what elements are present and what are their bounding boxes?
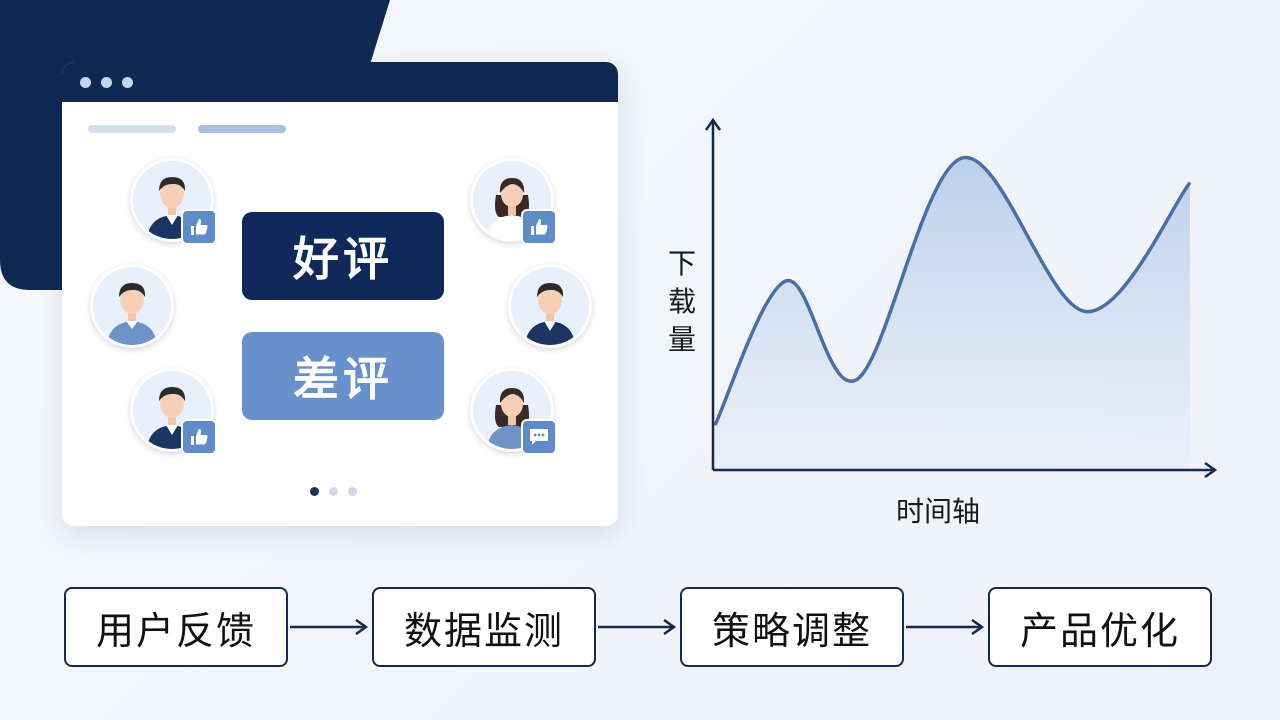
avatar-user-female-comment[interactable] [470,368,557,455]
pagination-dot[interactable] [329,487,338,496]
good-review-label: 好评 [293,232,393,286]
flow-step-strategy-adjustment[interactable]: 策略调整 [680,587,904,667]
pagination-dots [310,487,357,496]
thumbs-up-icon [181,419,217,455]
y-axis-arrow-icon [704,117,722,131]
right-arrow-icon [598,618,677,636]
pagination-dot-active[interactable] [310,487,319,496]
avatar-user-male[interactable] [508,264,592,348]
window-dot [101,76,112,88]
avatar-user-male-like[interactable] [130,368,217,455]
person-male-icon [525,283,575,345]
x-axis-arrow-icon [1204,461,1218,479]
review-window: 好评 差评 [62,62,618,526]
bad-review-label: 差评 [293,352,393,406]
avatar-user-male[interactable] [90,264,174,348]
flow-step-user-feedback[interactable]: 用户反馈 [64,587,288,667]
flow-step-data-monitoring[interactable]: 数据监测 [372,587,596,667]
downloads-chart [704,117,1218,479]
avatar-user-male-like[interactable] [130,158,217,245]
thumbs-up-icon [521,209,557,245]
process-flow: 用户反馈 数据监测 策略调整 产品优化 [64,587,1212,667]
right-arrow-icon [906,618,985,636]
chart-series-line [713,156,1192,426]
skeleton-bar [198,125,286,133]
pagination-dot[interactable] [348,487,357,496]
comment-icon [521,419,557,455]
chart-area-fill [715,157,1190,470]
window-dot [80,76,91,88]
x-axis-label: 时间轴 [896,495,981,528]
flow-step-product-optimization[interactable]: 产品优化 [988,587,1212,667]
thumbs-up-icon [181,209,217,245]
right-arrow-icon [290,618,369,636]
window-titlebar [62,62,618,102]
window-dot [122,76,133,88]
bad-review-button[interactable]: 差评 [242,332,444,420]
skeleton-bar [88,125,176,133]
avatar-user-female-like[interactable] [470,158,557,245]
good-review-button[interactable]: 好评 [242,212,444,300]
y-axis-label: 下载量 [667,247,696,356]
person-male-icon [107,283,157,345]
